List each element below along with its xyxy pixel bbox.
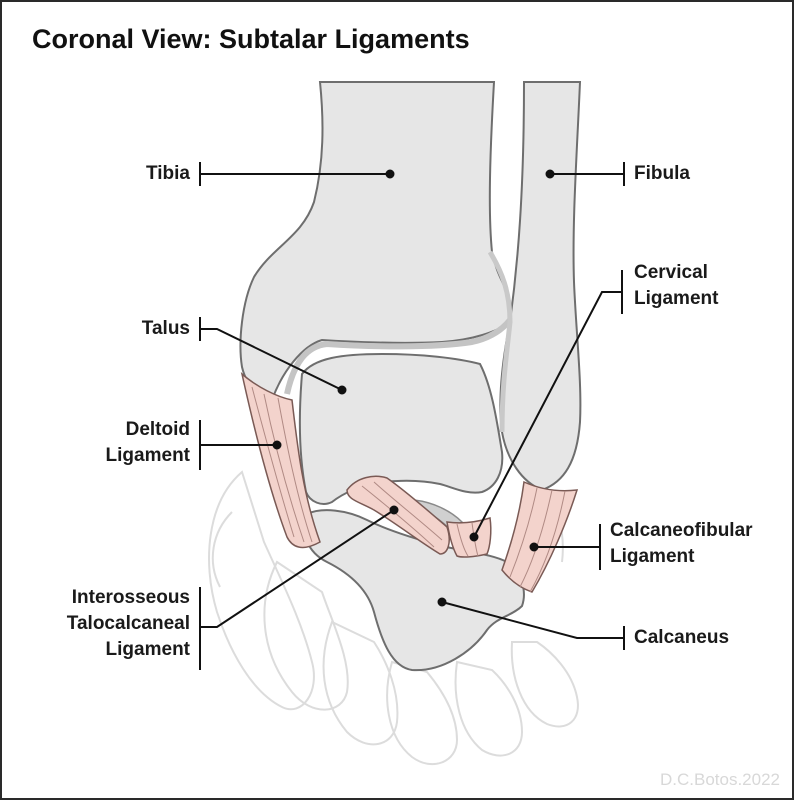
label-cervical-ligament: Cervical Ligament [634,260,718,312]
label-talus: Talus [112,316,190,342]
label-interosseous-talocalcaneal-ligament: Interosseous Talocalcaneal Ligament [22,585,190,663]
label-interosseous-line1: Interosseous [22,585,190,611]
label-deltoid-ligament: Deltoid Ligament [62,417,190,469]
diagram-title: Coronal View: Subtalar Ligaments [32,24,470,55]
label-fibula: Fibula [634,161,690,187]
tibia-bone [241,82,511,400]
label-deltoid-line2: Ligament [62,443,190,469]
label-calcaneus: Calcaneus [634,625,729,651]
author-credit: D.C.Botos.2022 [660,770,780,790]
label-cervical-line1: Cervical [634,260,718,286]
label-calcaneofibular-ligament: Calcaneofibular Ligament [610,518,753,570]
talus-bone [300,354,502,504]
calcaneofibular-ligament [502,482,577,592]
label-interosseous-line2: Talocalcaneal [22,611,190,637]
label-calcaneofibular-line1: Calcaneofibular [610,518,753,544]
label-calcaneofibular-line2: Ligament [610,544,753,570]
label-tibia: Tibia [112,161,190,187]
label-deltoid-line1: Deltoid [62,417,190,443]
fibula-bone [500,82,580,490]
label-cervical-line2: Ligament [634,286,718,312]
label-interosseous-line3: Ligament [22,637,190,663]
